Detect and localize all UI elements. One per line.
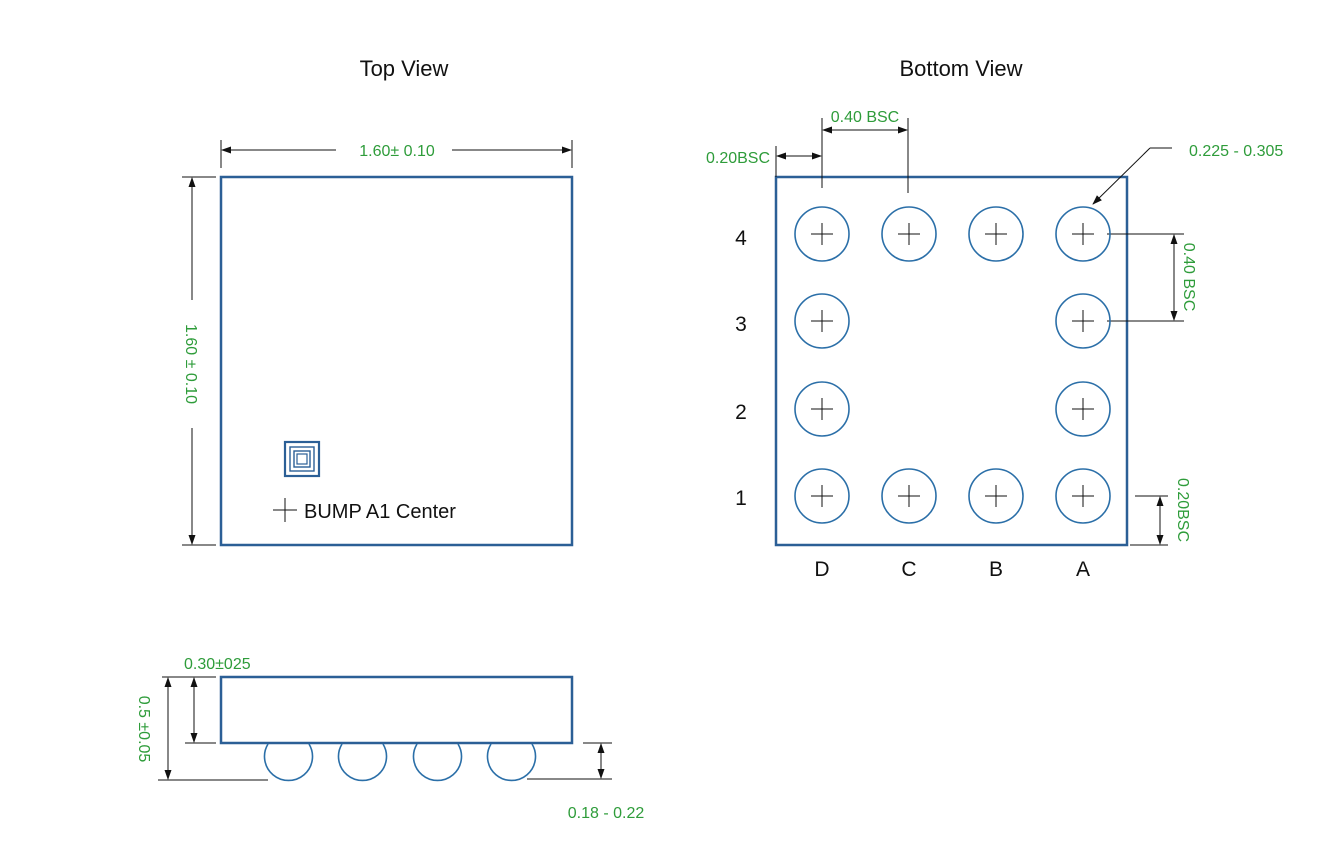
ball-height-label: 0.18 - 0.22 bbox=[568, 805, 645, 822]
side-ball bbox=[263, 743, 314, 782]
side-ball bbox=[486, 743, 537, 782]
pitch-y-dimension: 0.40 BSC bbox=[1107, 233, 1197, 322]
solder-ball-C1 bbox=[881, 468, 937, 524]
body-thickness-dimension: 0.30±025 bbox=[162, 656, 251, 744]
top-height-label: 1.60 ± 0.10 bbox=[182, 324, 199, 404]
solder-ball-A2 bbox=[1055, 381, 1111, 437]
total-height-label: 0.5 ±0.05 bbox=[135, 696, 152, 763]
top-width-label: 1.60± 0.10 bbox=[359, 143, 435, 160]
solder-ball-B4 bbox=[968, 206, 1024, 262]
pitch-x-dimension: 0.40 BSC bbox=[821, 109, 909, 193]
column-label: D bbox=[814, 558, 829, 581]
solder-ball-D4 bbox=[794, 206, 850, 262]
top-package-outline bbox=[219, 175, 574, 547]
solder-ball-D3 bbox=[794, 293, 850, 349]
top-view: Top View 1.60± 0.10 1.60 ± 0.10 bbox=[182, 56, 574, 547]
bump-a1-crosshair-icon bbox=[273, 498, 297, 522]
solder-ball-D1 bbox=[794, 468, 850, 524]
pitch-x-label: 0.40 BSC bbox=[831, 109, 899, 126]
bump-a1-label: BUMP A1 Center bbox=[304, 501, 456, 523]
solder-ball-A1 bbox=[1055, 468, 1111, 524]
edge-x-dimension: 0.20BSC bbox=[706, 146, 822, 177]
side-ball bbox=[412, 743, 463, 782]
top-height-dimension: 1.60 ± 0.10 bbox=[182, 176, 216, 546]
solder-ball-B1 bbox=[968, 468, 1024, 524]
ball-diameter-leader: 0.225 - 0.305 bbox=[1092, 143, 1283, 205]
edge-x-label: 0.20BSC bbox=[706, 150, 770, 167]
solder-ball-D2 bbox=[794, 381, 850, 437]
solder-ball-A4 bbox=[1055, 206, 1111, 262]
top-width-dimension: 1.60± 0.10 bbox=[220, 140, 573, 168]
side-ball bbox=[337, 743, 388, 782]
ball-grid bbox=[794, 206, 1111, 524]
edge-y-dimension: 0.20BSC bbox=[1130, 478, 1191, 546]
bottom-view-title: Bottom View bbox=[899, 56, 1022, 81]
pitch-y-label: 0.40 BSC bbox=[1180, 243, 1197, 311]
edge-y-label: 0.20BSC bbox=[1174, 478, 1191, 542]
side-package-body bbox=[219, 675, 574, 745]
solder-ball-C4 bbox=[881, 206, 937, 262]
top-view-title: Top View bbox=[360, 56, 449, 81]
total-height-dimension: 0.5 ±0.05 bbox=[135, 677, 268, 781]
solder-ball-A3 bbox=[1055, 293, 1111, 349]
row-label: 1 bbox=[735, 487, 747, 510]
row-label: 2 bbox=[735, 401, 747, 424]
column-label: A bbox=[1076, 558, 1090, 581]
body-thickness-label: 0.30±025 bbox=[184, 656, 251, 673]
ball-diameter-label: 0.225 - 0.305 bbox=[1189, 143, 1283, 160]
bottom-package-outline bbox=[774, 175, 1129, 547]
bottom-view: Bottom View 0.40 BSC 0.20BSC 0.225 - 0.3… bbox=[706, 56, 1283, 581]
column-label: B bbox=[989, 558, 1003, 581]
ball-height-dimension: 0.18 - 0.22 bbox=[527, 742, 645, 822]
row-label: 3 bbox=[735, 313, 747, 336]
pin1-marker-icon bbox=[283, 440, 321, 478]
column-label: C bbox=[901, 558, 916, 581]
row-label: 4 bbox=[735, 227, 747, 250]
side-view: 0.30±025 0.5 ±0.05 0.18 - 0.22 bbox=[135, 656, 644, 822]
